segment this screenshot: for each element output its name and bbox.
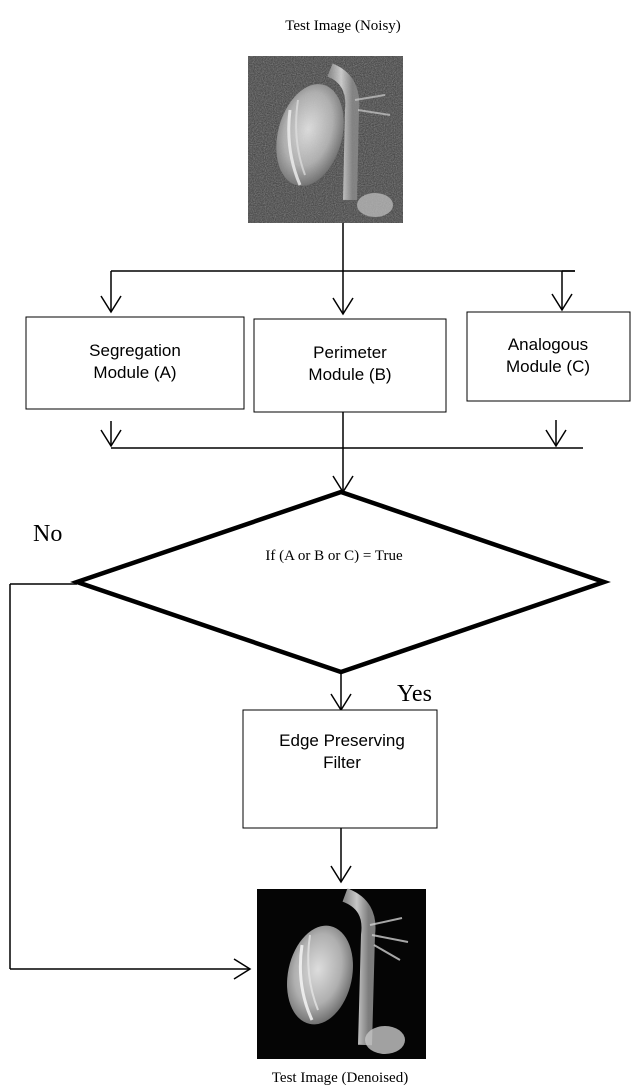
output-image-caption: Test Image (Denoised) — [272, 1070, 408, 1086]
arrowhead-no-branch — [233, 958, 252, 980]
filter-label-line1: Edge Preserving — [279, 731, 405, 750]
arrowhead-module-b — [332, 297, 354, 316]
denoised-output-image — [257, 888, 426, 1059]
perimeter-module-label-line1: Perimeter — [313, 343, 387, 362]
decision-condition-text: If (A or B or C) = True — [265, 548, 403, 564]
segregation-module-box: Segregation Module (A) — [25, 316, 245, 410]
arrowhead-module-a — [100, 295, 122, 314]
analogous-module-label-line2: Module (C) — [506, 357, 590, 376]
input-image-caption: Test Image (Noisy) — [285, 18, 401, 34]
perimeter-module-label-line2: Module (B) — [308, 365, 391, 384]
filter-label-line2: Filter — [323, 753, 361, 772]
decision-diamond: If (A or B or C) = True — [70, 489, 611, 675]
edge-preserving-filter-box: Edge Preserving Filter — [242, 709, 438, 829]
arrowhead-merge-a — [100, 429, 122, 448]
noisy-input-image — [248, 56, 403, 223]
decision-yes-label: Yes — [397, 681, 432, 707]
arrowhead-merge-c — [545, 429, 567, 448]
arrowhead-module-c — [551, 293, 573, 312]
segregation-module-label-line2: Module (A) — [93, 363, 176, 382]
arrowhead-output — [330, 865, 352, 884]
decision-no-label: No — [33, 521, 62, 547]
analogous-module-label-line1: Analogous — [508, 335, 588, 354]
analogous-module-box: Analogous Module (C) — [466, 311, 631, 402]
segregation-module-label-line1: Segregation — [89, 341, 181, 360]
perimeter-module-box: Perimeter Module (B) — [253, 318, 447, 413]
